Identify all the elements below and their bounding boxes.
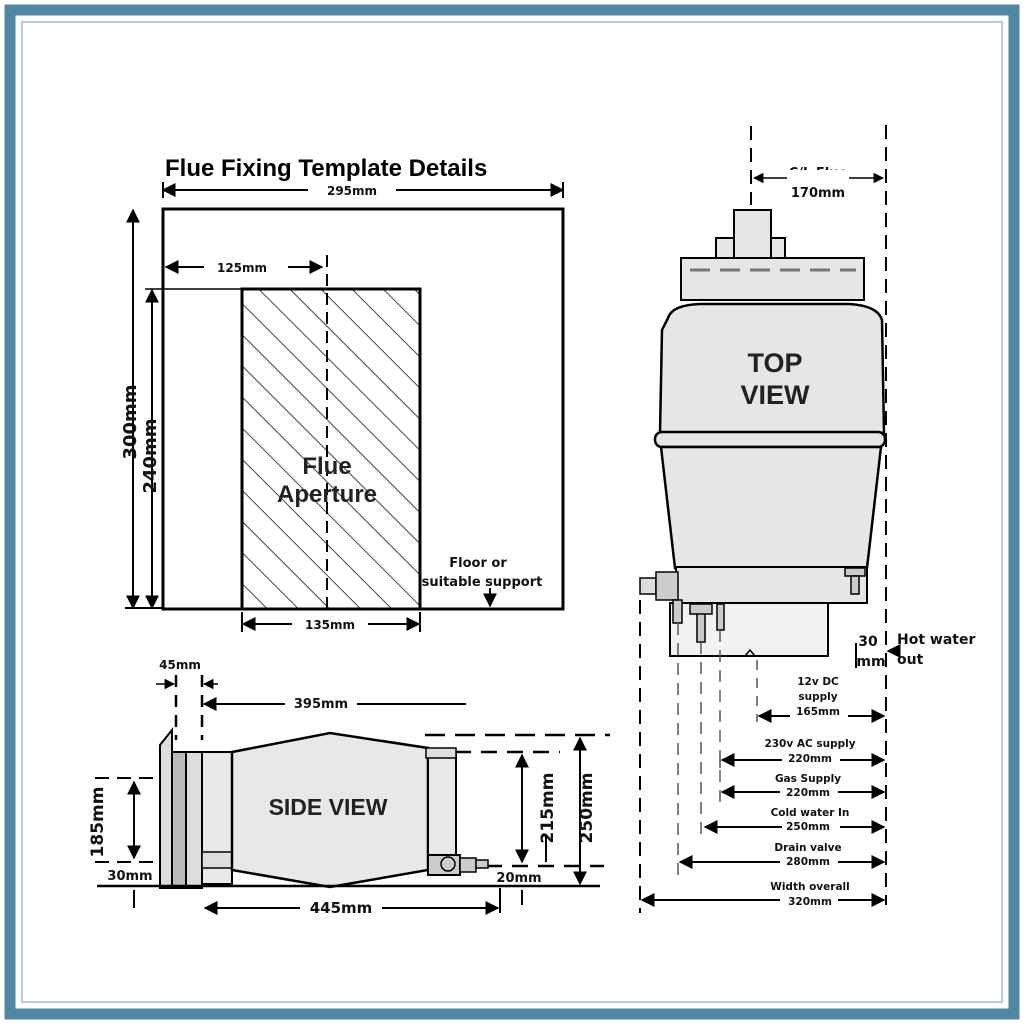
dim-135: 135mm <box>305 618 355 632</box>
top-view: C/L Flue 170mm TOP VIEW <box>639 125 975 913</box>
heater-body-lower <box>659 445 883 570</box>
dim-gas-value: 220mm <box>786 787 830 799</box>
heater-body-top <box>658 302 886 435</box>
aperture-label-1: Flue <box>302 453 351 480</box>
dim-30-side: 30mm <box>107 869 152 884</box>
drain-valve-fitting <box>639 577 657 595</box>
dim-overall-label: Width overall <box>770 881 850 893</box>
dim-20-side: 20mm <box>496 871 541 886</box>
dim-230v-label: 230v AC supply <box>764 738 855 750</box>
hot-water-label-2: out <box>897 652 924 668</box>
dim-250: 250mm <box>577 773 597 844</box>
dim-445: 445mm <box>310 899 373 917</box>
hot-offset-unit: mm <box>856 654 885 670</box>
flue-aperture <box>240 287 422 611</box>
side-view-label: SIDE VIEW <box>269 794 388 820</box>
dim-drain-value: 280mm <box>786 856 830 868</box>
dim-295: 295mm <box>327 184 377 198</box>
inner-frame <box>21 21 1003 1003</box>
dim-12v-value: 165mm <box>796 706 840 718</box>
dim-12v-label-2: supply <box>798 691 837 703</box>
dim-215: 215mm <box>538 773 558 844</box>
dim-12v-label-1: 12v DC <box>797 676 839 688</box>
dim-overall-value: 320mm <box>788 896 832 908</box>
dim-395: 395mm <box>294 697 348 712</box>
cl-flue-value: 170mm <box>791 186 845 201</box>
template-title: Flue Fixing Template Details <box>165 155 487 182</box>
aperture-label-2: Aperture <box>277 481 377 508</box>
dim-300: 300mm <box>120 384 141 459</box>
side-flange <box>159 727 173 889</box>
top-view-label-2: VIEW <box>740 380 810 410</box>
dim-125: 125mm <box>217 261 267 275</box>
dim-240: 240mm <box>140 418 161 493</box>
hot-water-label-1: Hot water <box>897 632 975 648</box>
flue-cowl <box>680 257 865 301</box>
dim-cold-label: Cold water In <box>771 807 850 819</box>
dim-cold-value: 250mm <box>786 821 830 833</box>
heater-base <box>675 566 868 604</box>
flue-template: Flue Fixing Template Details 295mm Flue … <box>120 155 565 632</box>
side-view: 45mm 395mm SIDE VIEW 185mm <box>88 658 610 917</box>
hot-water-fitting <box>844 567 866 577</box>
flue-outlet <box>733 209 772 261</box>
floor-label-1: Floor or <box>449 556 507 571</box>
heater-band <box>653 430 887 449</box>
dim-drain-label: Drain valve <box>774 842 841 854</box>
dim-185: 185mm <box>88 787 108 858</box>
hot-offset-value: 30 <box>858 634 878 650</box>
outer-frame <box>4 4 1020 1020</box>
dim-45: 45mm <box>159 658 201 672</box>
floor-label-2: suitable support <box>422 575 543 590</box>
dim-230v-value: 220mm <box>788 753 832 765</box>
dim-gas-label: Gas Supply <box>775 773 841 785</box>
top-view-label-1: TOP <box>747 348 802 378</box>
